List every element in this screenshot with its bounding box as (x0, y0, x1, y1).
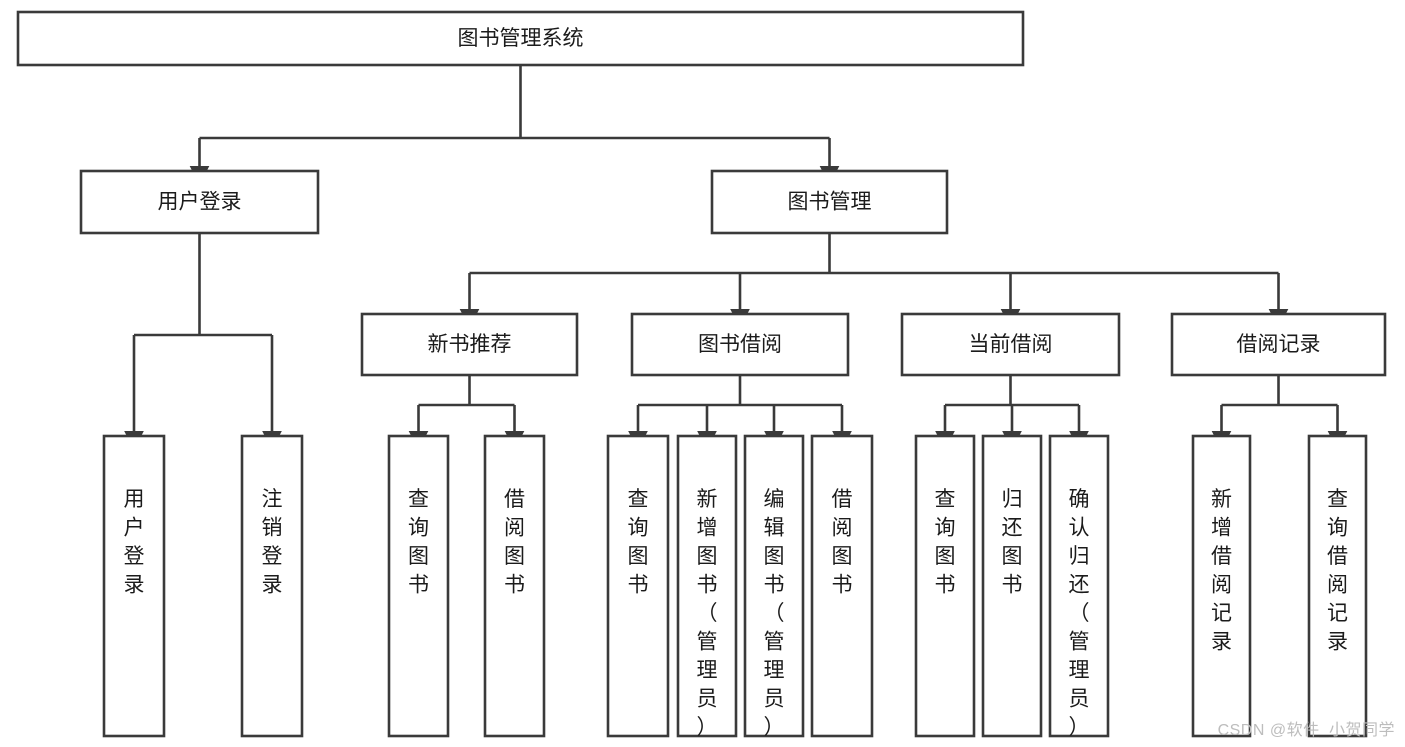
node-box (810, 434, 874, 738)
node-borrow-record[interactable]: 借阅记录 (1170, 312, 1387, 377)
node-box (630, 312, 850, 377)
connector-group-root (189, 65, 840, 186)
node-label: 新增图书（管理员） (697, 488, 718, 739)
node-leaf-user-login[interactable]: 用户登录 (102, 434, 166, 738)
node-box (1048, 434, 1110, 738)
node-label: 图书管理系统 (458, 27, 584, 50)
node-label: 新增借阅记录 (1211, 488, 1232, 654)
node-box (676, 434, 738, 738)
node-root[interactable]: 图书管理系统 (16, 10, 1025, 67)
connector-group-book-borrow (628, 375, 852, 451)
node-leaf-add-record[interactable]: 新增借阅记录 (1191, 434, 1252, 738)
node-leaf-borrow-book-1[interactable]: 借阅图书 (483, 434, 546, 738)
node-box (981, 434, 1043, 738)
node-leaf-query-book-3[interactable]: 查询图书 (914, 434, 976, 738)
node-label: 编辑图书（管理员） (764, 488, 785, 739)
node-label: 新书推荐 (428, 333, 512, 356)
node-user-login[interactable]: 用户登录 (79, 169, 320, 235)
node-new-book-recommend[interactable]: 新书推荐 (360, 312, 579, 377)
node-box (360, 312, 579, 377)
node-box (1307, 434, 1368, 738)
node-label: 借阅记录 (1237, 333, 1321, 356)
node-label: 查询图书 (408, 488, 429, 597)
node-label: 归还图书 (1002, 488, 1023, 597)
node-label: 用户登录 (158, 191, 242, 214)
node-leaf-query-book-2[interactable]: 查询图书 (606, 434, 670, 738)
connectors-layer (124, 65, 1348, 451)
node-box (710, 169, 949, 235)
node-label: 图书借阅 (698, 333, 782, 356)
node-box (387, 434, 450, 738)
node-label: 注销登录 (262, 488, 283, 597)
node-box (240, 434, 304, 738)
node-box (16, 10, 1025, 67)
node-leaf-add-book[interactable]: 新增图书（管理员） (676, 434, 738, 739)
node-leaf-edit-book[interactable]: 编辑图书（管理员） (743, 434, 805, 739)
node-box (1191, 434, 1252, 738)
node-label: 用户登录 (124, 488, 145, 597)
node-leaf-query-book-1[interactable]: 查询图书 (387, 434, 450, 738)
node-box (483, 434, 546, 738)
connector-group-borrow-record (1211, 375, 1348, 451)
node-current-borrow[interactable]: 当前借阅 (900, 312, 1121, 377)
node-box (900, 312, 1121, 377)
node-leaf-return-book[interactable]: 归还图书 (981, 434, 1043, 738)
node-label: 查询借阅记录 (1327, 488, 1348, 654)
node-label: 借阅图书 (832, 488, 853, 597)
node-box (606, 434, 670, 738)
node-label: 当前借阅 (969, 333, 1053, 356)
node-leaf-logout[interactable]: 注销登录 (240, 434, 304, 738)
nodes-layer: 图书管理系统用户登录图书管理新书推荐图书借阅当前借阅借阅记录用户登录注销登录查询… (16, 10, 1387, 739)
connector-group-current-borrow (935, 375, 1089, 451)
connector-group-new-book-recommend (408, 375, 525, 451)
node-book-manage[interactable]: 图书管理 (710, 169, 949, 235)
node-box (79, 169, 320, 235)
node-box (743, 434, 805, 738)
node-box (1170, 312, 1387, 377)
node-box (914, 434, 976, 738)
node-leaf-confirm-return[interactable]: 确认归还（管理员） (1048, 434, 1110, 739)
connector-group-book-manage (459, 233, 1289, 329)
node-book-borrow[interactable]: 图书借阅 (630, 312, 850, 377)
node-label: 图书管理 (788, 191, 872, 214)
node-label: 借阅图书 (504, 488, 525, 597)
node-box (102, 434, 166, 738)
node-label: 确认归还（管理员） (1069, 488, 1090, 739)
node-label: 查询图书 (935, 488, 956, 597)
node-label: 查询图书 (628, 488, 649, 597)
node-leaf-borrow-book-2[interactable]: 借阅图书 (810, 434, 874, 738)
node-leaf-query-record[interactable]: 查询借阅记录 (1307, 434, 1368, 738)
connector-group-user-login (124, 233, 282, 451)
